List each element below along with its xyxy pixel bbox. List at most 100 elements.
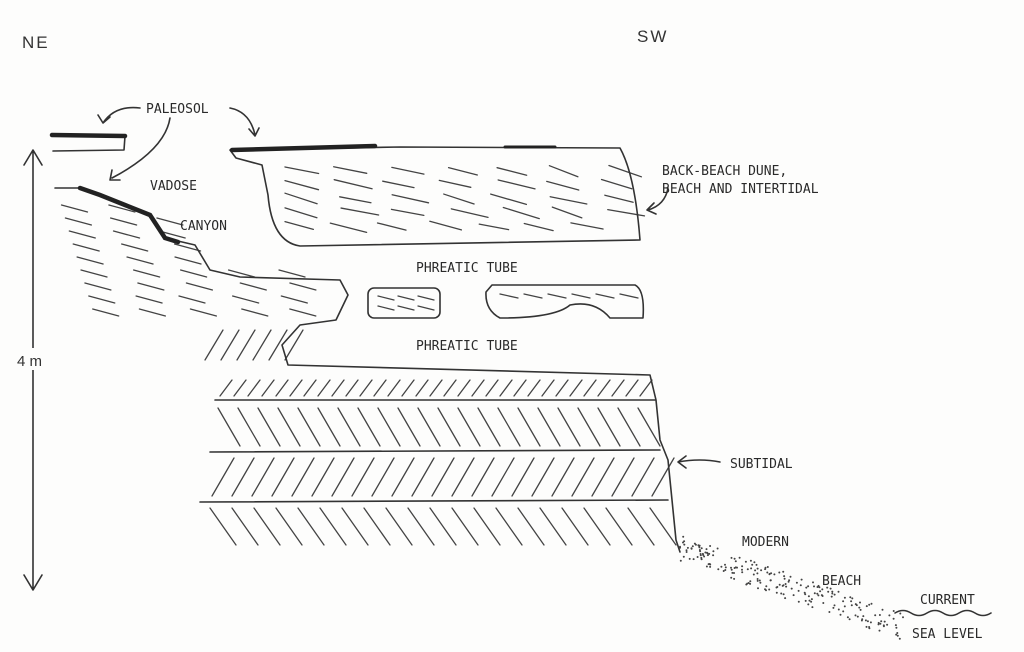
sand-grain (749, 559, 752, 562)
cross-bed-dash (88, 295, 116, 304)
sand-grain (881, 608, 884, 611)
sand-grain (705, 548, 708, 551)
subtidal-hatch (611, 457, 635, 497)
cross-bed-dash (443, 193, 475, 205)
cross-bed-dash (391, 194, 430, 204)
subtidal-hatch (331, 379, 345, 397)
sand-grain (868, 603, 871, 606)
sand-grain (810, 600, 813, 603)
sand-grain (874, 614, 877, 617)
current-label: CURRENT (920, 593, 975, 608)
subtidal-hatch (471, 379, 485, 397)
sand-grain (848, 618, 851, 621)
sand-grain (830, 595, 833, 598)
phreatic-tube-lower-label: PHREATIC TUBE (416, 339, 518, 354)
sand-grain (843, 605, 846, 608)
cross-bed-dash (600, 178, 633, 190)
sand-grain (730, 566, 732, 569)
sand-grain (703, 555, 706, 558)
sand-grain (828, 611, 831, 613)
cross-bed-dash (241, 308, 269, 317)
cross-bed-dash (289, 282, 317, 291)
sand-grain (698, 546, 701, 549)
subtidal-hatch (415, 379, 429, 397)
bed-line-2 (209, 449, 661, 453)
cross-bed-dash (109, 217, 138, 226)
subtidal-hatch (517, 407, 541, 447)
sand-grain (878, 629, 881, 632)
sand-grain (895, 633, 898, 636)
sand-grain (816, 592, 819, 595)
subtidal-hatch (271, 457, 295, 497)
subtidal-hatch (631, 457, 655, 497)
subtidal-hatch (537, 407, 561, 447)
sand-grain (898, 637, 901, 640)
sand-grain (816, 586, 819, 588)
subtidal-hatch (275, 507, 303, 546)
sand-grain (778, 583, 781, 586)
sand-grain (733, 577, 736, 580)
sand-grain (783, 575, 786, 578)
sand-grain (704, 551, 707, 554)
sand-grain (799, 584, 802, 587)
subtidal-hatch (429, 379, 443, 397)
sand-grain (892, 610, 895, 612)
sand-grain (807, 585, 810, 588)
back-beach-label-2: BEACH AND INTERTIDAL (662, 182, 819, 197)
sand-grain (706, 554, 709, 557)
cross-bed-dash (397, 295, 415, 301)
subtidal-hatch (319, 507, 347, 546)
scale-label: 4 m (17, 353, 42, 370)
cross-bed-dash (135, 295, 163, 304)
subtidal-hatch (451, 457, 475, 497)
subtidal-hatch (211, 457, 235, 497)
subtidal-hatch (204, 329, 224, 361)
sand-grain (821, 588, 824, 591)
subtidal-hatch (357, 407, 381, 447)
sand-grain (709, 545, 712, 547)
sand-grain (752, 573, 755, 576)
cross-bed-dash (284, 207, 318, 219)
wave-line (894, 609, 992, 617)
sand-grain (807, 595, 810, 598)
subtidal-hatch (411, 457, 435, 497)
sand-grain (760, 569, 763, 572)
cross-bed-dash (339, 196, 372, 204)
sand-grain (831, 590, 834, 593)
sand-grain (902, 616, 904, 619)
sand-grain (764, 588, 766, 591)
sand-grain (888, 614, 891, 617)
sand-grain (839, 613, 842, 616)
subtidal-hatch (261, 379, 275, 397)
sand-grain (878, 614, 881, 616)
sand-grain (724, 563, 726, 566)
subtidal-hatch (289, 379, 303, 397)
subtidal-hatch (561, 507, 589, 546)
subtidal-hatch (317, 407, 341, 447)
sand-grain (896, 632, 899, 634)
sand-grain (868, 626, 871, 628)
sand-grain (797, 589, 800, 592)
vadose-paleosol (77, 185, 181, 245)
sand-grain (778, 571, 781, 574)
sand-grain (860, 619, 863, 622)
cross-bed-dash (546, 180, 580, 191)
cross-bed-dash (112, 230, 141, 239)
sand-grain (693, 542, 696, 545)
cross-bed-dash (502, 206, 540, 220)
subtidal-hatch (491, 457, 515, 497)
subtidal-hatch (359, 379, 373, 397)
subtidal-hatch (401, 379, 415, 397)
subtidal-hatch (429, 507, 457, 546)
sand-grain (756, 572, 759, 575)
cross-bed-dash (278, 269, 306, 278)
subtidal-hatch (499, 379, 513, 397)
sand-grain (706, 551, 708, 554)
subtidal-hatch (627, 507, 655, 546)
subtidal-hatch (397, 407, 421, 447)
sand-grain (833, 593, 836, 596)
sand-grain (697, 544, 700, 547)
sand-grain (837, 590, 840, 593)
cross-bed-dash (604, 194, 634, 203)
